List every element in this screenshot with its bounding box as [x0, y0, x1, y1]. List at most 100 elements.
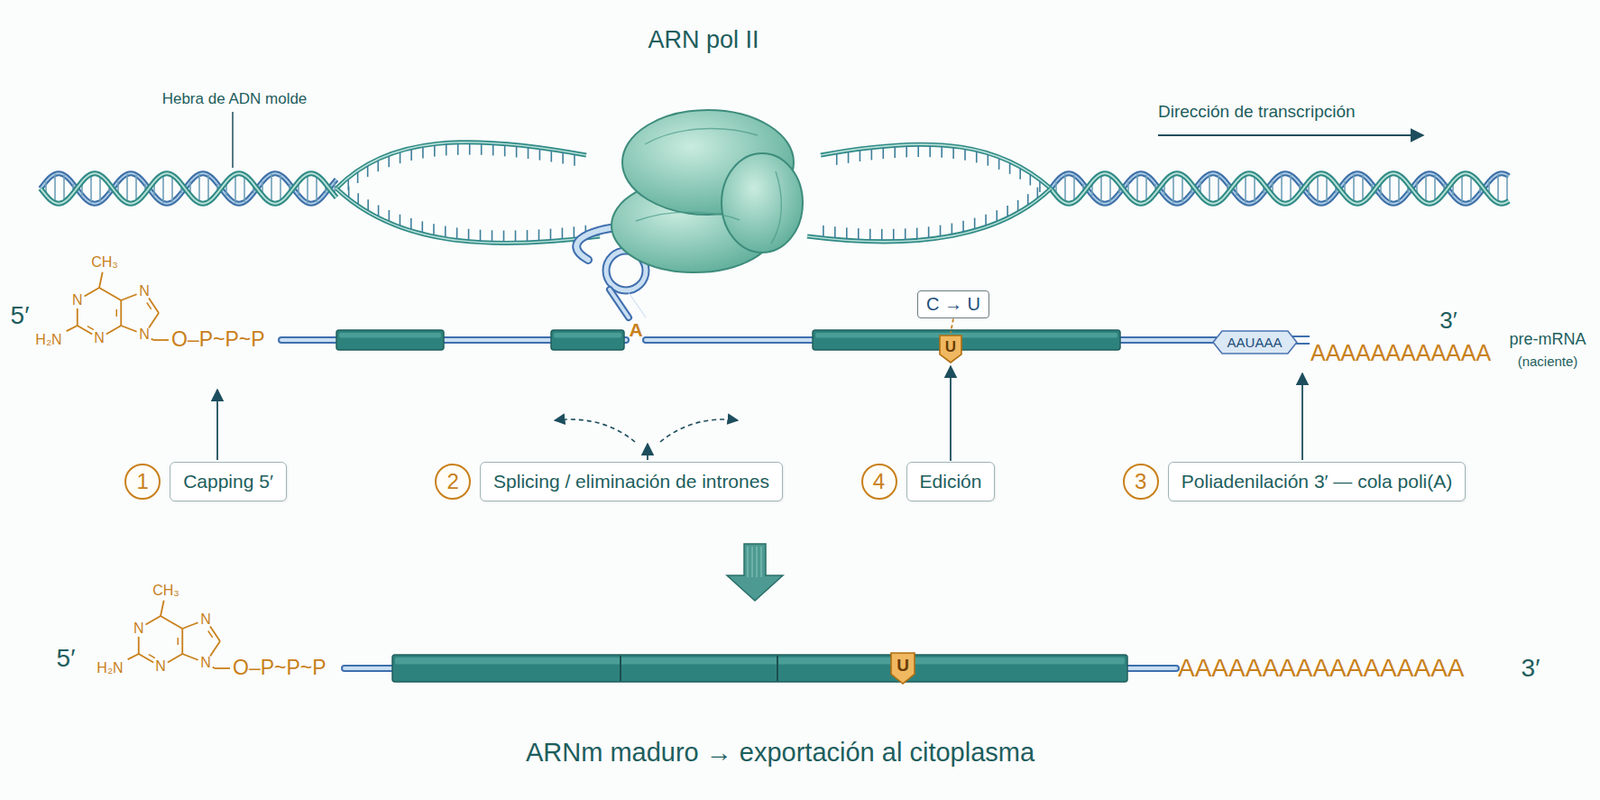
- drawing-part: [1064, 174, 1067, 203]
- drawing-part: [609, 289, 629, 318]
- drawing-part: [504, 143, 506, 157]
- diagram-label: 5′: [10, 302, 30, 331]
- drawing-part: [928, 144, 931, 157]
- drawing-part: [432, 223, 435, 237]
- outline: [939, 335, 962, 363]
- drawing-part: [807, 188, 1051, 242]
- drawing-part: [752, 546, 754, 578]
- drawing-part: [135, 174, 138, 203]
- drawing-part: [153, 339, 169, 341]
- drawing-part: [84, 287, 100, 297]
- drawing-part: [1244, 174, 1247, 203]
- drawing-part: [119, 300, 122, 326]
- drawing-part: [771, 171, 782, 244]
- drawing-part: [526, 229, 529, 243]
- drawing-part: [812, 330, 1121, 350]
- atom-label: N: [133, 620, 145, 637]
- node-text: U: [890, 652, 916, 676]
- step-callout: 1Capping 5′: [124, 461, 287, 502]
- drawing-part: [410, 147, 413, 161]
- drawing-part: [820, 144, 1051, 189]
- diagram-label: 3′: [1521, 654, 1541, 683]
- drawing-part: [625, 288, 646, 318]
- drawing-part: [776, 655, 779, 681]
- drawing-part: [480, 142, 483, 156]
- drawing-part: [270, 174, 273, 203]
- drawing-part: [1388, 174, 1391, 203]
- drawing-part: [1027, 193, 1030, 207]
- drawing-part: [162, 174, 165, 203]
- atom-label: H₂N: [35, 331, 62, 349]
- drawing-part: [1289, 174, 1292, 203]
- drawing-part: [138, 653, 154, 663]
- drawing-part: [147, 302, 152, 309]
- drawing-part: [422, 145, 424, 158]
- drawing-part: [392, 654, 1128, 682]
- drawing-part: [939, 225, 942, 239]
- drawing-part: [231, 111, 234, 168]
- dashed-leader: [950, 319, 954, 334]
- drawing-part: [137, 636, 140, 654]
- drawing-part: [847, 150, 850, 164]
- drawing-part: [146, 616, 161, 626]
- drawing-part: [815, 332, 1118, 339]
- drawing-part: [1325, 174, 1328, 203]
- drawing-part: [551, 330, 625, 350]
- drawing-part: [40, 173, 337, 203]
- diagram-label: ARN pol II: [647, 27, 759, 55]
- drawing-part: [514, 229, 517, 243]
- drawing-part: [468, 142, 471, 156]
- drawing-part: [1470, 174, 1472, 203]
- drawing-part: [99, 272, 103, 288]
- drawing-part: [212, 667, 215, 669]
- callout-number: 1: [124, 463, 161, 500]
- node-text: C → U: [926, 294, 981, 315]
- drawing-part: [951, 223, 954, 237]
- drawing-part: [1352, 174, 1355, 203]
- drawing-part: [892, 229, 895, 242]
- drawing-part: [822, 225, 825, 239]
- drawing-part: [893, 145, 896, 158]
- atom-label: O–P~P~P: [171, 328, 266, 351]
- drawing-part: [176, 637, 179, 645]
- drawing-part: [306, 174, 309, 203]
- drawing-part: [625, 288, 646, 318]
- drawing-part: [807, 188, 1051, 242]
- drawing-part: [1050, 173, 1509, 203]
- drawing-part: [128, 653, 139, 660]
- drawing-part: [1050, 173, 1509, 203]
- drawing-part: [1253, 174, 1256, 203]
- drawing-part: [160, 600, 165, 617]
- drawing-part: [357, 170, 359, 184]
- edit-marker: U: [890, 652, 916, 685]
- atom-label: N: [200, 654, 212, 672]
- drawing-part: [834, 226, 837, 240]
- drawing-part: [984, 214, 987, 228]
- drawing-part: [456, 227, 459, 240]
- drawing-part: [315, 174, 318, 203]
- drawing-part: [1280, 174, 1283, 203]
- drawing-part: [99, 287, 121, 301]
- drawing-part: [120, 325, 137, 332]
- drawing-part: [336, 142, 587, 189]
- diagram-label: 3′: [1439, 307, 1457, 334]
- drawing-part: [367, 199, 369, 212]
- node-text: U: [938, 334, 963, 357]
- drawing-part: [208, 630, 213, 637]
- drawing-part: [479, 229, 482, 243]
- drawing-part: [40, 173, 337, 203]
- signal-hexagon: AAUAAA: [1212, 330, 1298, 355]
- drawing-part: [1301, 373, 1304, 460]
- drawing-part: [207, 174, 210, 203]
- drawing-part: [457, 142, 460, 156]
- drawing-part: [445, 142, 448, 156]
- drawing-part: [214, 667, 230, 670]
- drawing-part: [148, 297, 159, 313]
- atom-label: N: [138, 326, 150, 343]
- drawing-part: [243, 174, 246, 203]
- drawing-part: [609, 289, 629, 318]
- drawing-part: [1100, 174, 1103, 203]
- drawing-part: [54, 174, 56, 203]
- drawing-part: [336, 188, 600, 244]
